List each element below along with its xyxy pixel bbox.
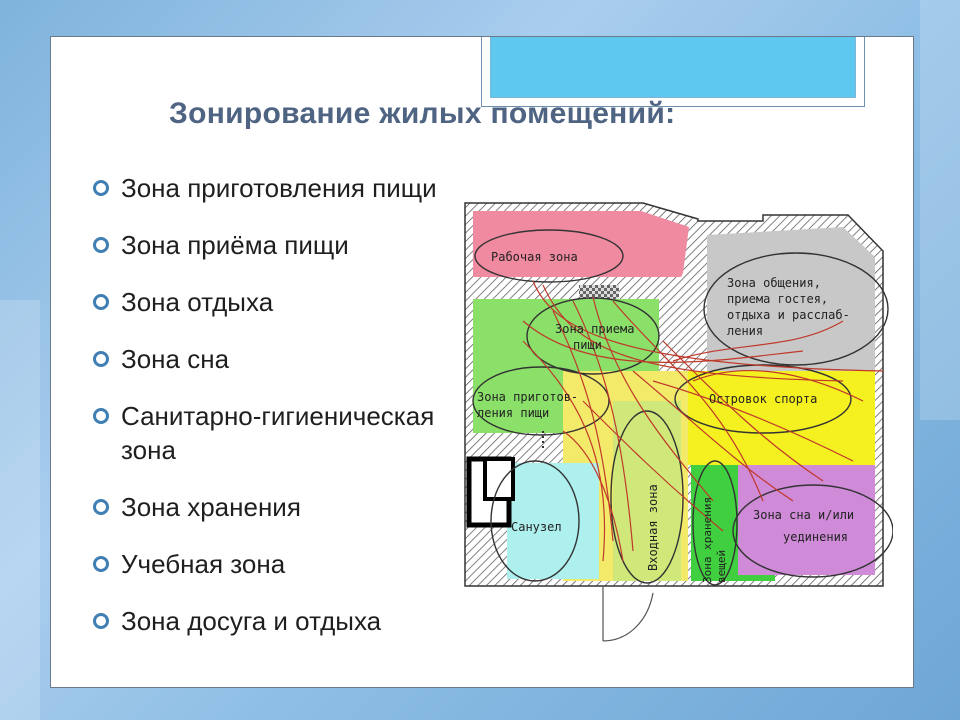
list-item-label: Зона приготовления пищи [121, 173, 437, 203]
traffic-lines [522, 280, 884, 562]
header-box [481, 37, 865, 107]
list-item: Зона приёма пищи [91, 228, 451, 262]
bullet-circle-icon [93, 351, 109, 367]
list-item: Санитарно-гигиеническая зона [91, 399, 451, 467]
slide-title: Зонирование жилых помещений: [169, 97, 676, 130]
entry-zone-label: Входная зона [646, 484, 660, 571]
storage-zone-label-2: вещей [715, 550, 728, 583]
sport-zone-ellipse [674, 364, 852, 434]
meal-zone-label-2: пищи [573, 338, 602, 352]
list-item-label: Зона приёма пищи [121, 230, 349, 260]
header-box-fill [490, 37, 856, 98]
work-zone-label: Рабочая зона [491, 250, 578, 264]
sport-zone-label: Островок спорта [709, 392, 817, 406]
checker-block [579, 285, 619, 299]
social-zone-label-2: приема гостея, [727, 292, 828, 306]
bullet-circle-icon [93, 499, 109, 515]
wall-bar [483, 457, 515, 501]
list-item: Зона хранения [91, 490, 451, 524]
slide: Зонирование жилых помещений: Зона пригот… [50, 36, 914, 688]
list-item: Зона приготовления пищи [91, 171, 451, 205]
list-item: Зона досуга и отдыха [91, 604, 451, 638]
social-zone-label-4: ления [727, 324, 763, 338]
sport-zone-area [688, 371, 875, 465]
sleep-zone-ellipse [732, 484, 893, 578]
storage-zone-label-1: Зона хранения [701, 497, 714, 583]
bathroom-label: Санузел [511, 520, 562, 534]
cooking-zone-ellipse [472, 366, 610, 436]
sleep-zone-label-2: уединения [783, 530, 848, 544]
list-item: Учебная зона [91, 547, 451, 581]
list-item-label: Учебная зона [121, 549, 286, 579]
bullet-circle-icon [93, 237, 109, 253]
list-item-label: Зона сна [121, 344, 230, 374]
cooking-zone-label-1: Зона приготов- [477, 390, 578, 404]
sleep-zone-label-1: Зона сна и/или [753, 508, 854, 522]
kitchen-zone-area [473, 211, 689, 277]
background-stripe [0, 300, 40, 720]
bullet-circle-icon [93, 180, 109, 196]
bathroom-area [507, 463, 599, 579]
bullet-circle-icon [93, 613, 109, 629]
social-zone-label-3: отдыха и расслаб- [727, 308, 850, 322]
list-item-label: Зона хранения [121, 492, 301, 522]
background-stripe [920, 0, 960, 420]
social-zone-label-1: Зона общения, [727, 276, 821, 290]
storage-zone-ellipse [692, 460, 738, 586]
list-item-label: Зона отдыха [121, 287, 274, 317]
list-item-label: Санитарно-гигиеническая зона [121, 401, 435, 465]
work-zone-ellipse [474, 229, 624, 283]
door-swing [602, 586, 654, 642]
list-item: Зона сна [91, 342, 451, 376]
bullet-circle-icon [93, 408, 109, 424]
cooking-zone-label-2: ления пищи [477, 406, 549, 420]
zone-list: Зона приготовления пищи Зона приёма пищи… [91, 171, 451, 661]
meal-zone-label-1: Зона приема [555, 322, 634, 336]
list-item-label: Зона досуга и отдыха [121, 606, 382, 636]
floor-plan: Рабочая зона Зона приема пищи Зона приго… [464, 202, 893, 642]
bathroom-ellipse [490, 460, 580, 582]
bullet-circle-icon [93, 556, 109, 572]
social-zone-area [707, 227, 875, 371]
bullet-circle-icon [93, 294, 109, 310]
list-item: Зона отдыха [91, 285, 451, 319]
sleep-zone-area [738, 465, 875, 575]
social-zone-ellipse [703, 252, 889, 366]
